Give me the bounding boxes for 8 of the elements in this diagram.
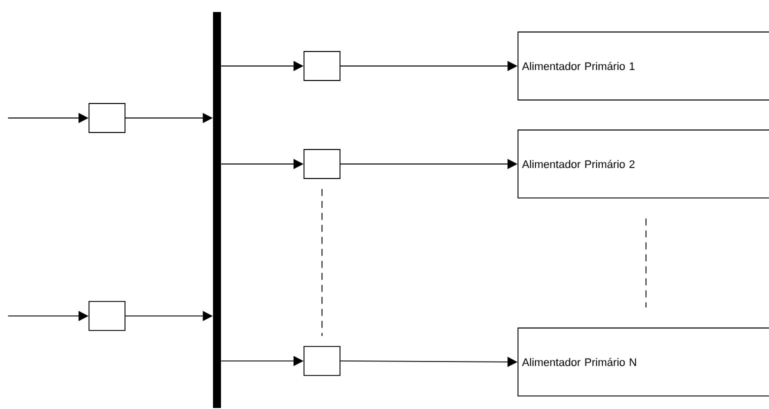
feeder-box: Alimentador Primário N (518, 328, 769, 396)
feeder-box: Alimentador Primário 2 (518, 130, 769, 198)
feeder-box: Alimentador Primário 1 (518, 32, 769, 100)
breaker-box (88, 103, 126, 133)
breaker-box (88, 301, 126, 331)
breaker-box (304, 346, 340, 376)
breaker-box (304, 149, 340, 179)
breaker-box (304, 51, 340, 81)
